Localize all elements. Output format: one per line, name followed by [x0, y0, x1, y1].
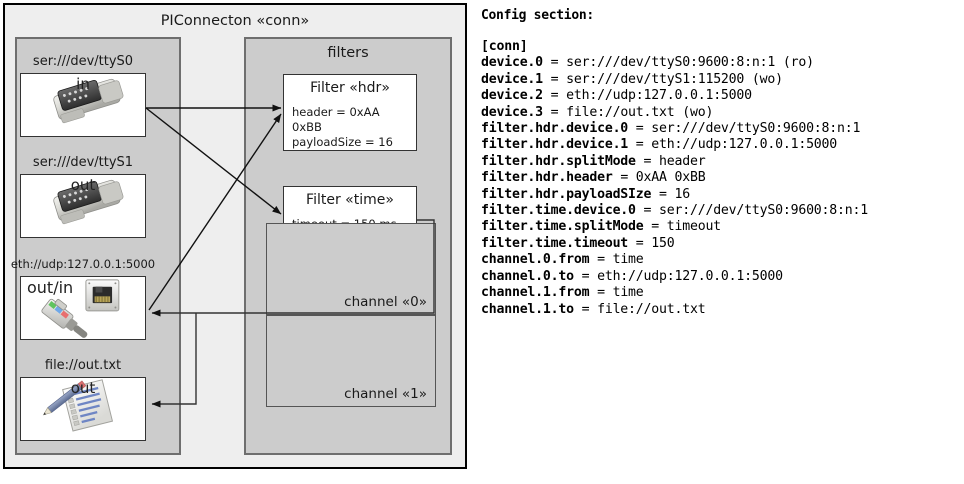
- config-key: device.3: [481, 104, 543, 120]
- config-value: = ser:///dev/ttyS1:115200 (wo): [542, 71, 783, 87]
- config-line: filter.hdr.device.1 = eth://udp:127.0.0.…: [481, 137, 961, 153]
- config-section: Config section: [conn]device.0 = ser:///…: [481, 8, 961, 318]
- arrow-channel1-to-file: [151, 313, 197, 408]
- config-key: filter.hdr.device.0: [481, 121, 629, 137]
- filters-group-title: filters: [327, 45, 369, 61]
- page-title: PIConnecton «conn»: [160, 13, 310, 29]
- device-label: ser:///dev/ttyS0: [32, 54, 134, 69]
- channel-frame-1[interactable]: channel «1»: [266, 315, 436, 407]
- config-key: filter.hdr.payloadSIze: [481, 186, 652, 202]
- filter-properties: header = 0xAA 0xBB payloadSize = 16: [292, 105, 410, 150]
- config-key: filter.time.splitMode: [481, 219, 644, 235]
- arrow-ttys0-to-time: [145, 107, 282, 215]
- device-label: eth://udp:127.0.0.1:5000: [10, 257, 156, 271]
- device-box[interactable]: out: [20, 174, 146, 238]
- config-lines: [conn]device.0 = ser:///dev/ttyS0:9600:8…: [481, 39, 961, 318]
- filter-card-hdr[interactable]: Filter «hdr» header = 0xAA 0xBB payloadS…: [283, 74, 417, 151]
- serial-port-icon: [53, 179, 124, 225]
- config-line: [conn]: [481, 39, 961, 55]
- config-key: device.2: [481, 88, 543, 104]
- config-line: device.0 = ser:///dev/ttyS0:9600:8:n:1 (…: [481, 55, 961, 71]
- config-key: filter.time.device.0: [481, 203, 636, 219]
- device-box[interactable]: out/in: [20, 276, 146, 340]
- config-key: device.1: [481, 71, 543, 87]
- config-line: channel.0.from = time: [481, 252, 961, 268]
- config-value: = ser:///dev/ttyS0:9600:8:n:1: [628, 121, 861, 137]
- config-value: = header: [635, 153, 706, 169]
- config-value: = file://out.txt (wo): [542, 104, 714, 120]
- device-direction: in: [76, 75, 90, 93]
- config-value: = time: [589, 252, 644, 268]
- config-value: = 0xAA 0xBB: [612, 170, 706, 186]
- device-label: file://out.txt: [44, 358, 122, 373]
- config-key: filter.hdr.splitMode: [481, 153, 636, 169]
- config-value: = ser:///dev/ttyS0:9600:8:n:1 (ro): [542, 55, 814, 71]
- config-key: [conn]: [481, 39, 528, 54]
- device-direction: out: [70, 176, 96, 194]
- config-value: = eth://udp:127.0.0.1:5000: [573, 268, 783, 284]
- config-key: channel.0.from: [481, 252, 590, 268]
- device-label: ser:///dev/ttyS1: [32, 155, 134, 170]
- config-key: filter.hdr.header: [481, 170, 613, 186]
- config-line: filter.time.device.0 = ser:///dev/ttyS0:…: [481, 203, 961, 219]
- device-direction: out: [70, 379, 96, 397]
- ethernet-jack-icon: [41, 279, 120, 338]
- config-key: channel.1.to: [481, 301, 574, 317]
- channel-label: channel «0»: [344, 294, 427, 310]
- device-direction: out/in: [27, 278, 74, 297]
- config-line: filter.hdr.payloadSIze = 16: [481, 187, 961, 203]
- arrow-channel0-to-eth: [151, 219, 435, 317]
- config-value: = 16: [651, 186, 690, 202]
- channel-frame-0[interactable]: channel «0»: [266, 223, 436, 315]
- config-key: device.0: [481, 55, 543, 71]
- device-box[interactable]: out: [20, 377, 146, 441]
- text-file-icon: [42, 379, 114, 432]
- serial-port-icon: [53, 78, 124, 124]
- filter-title: Filter «time»: [306, 192, 394, 208]
- config-key: filter.hdr.device.1: [481, 137, 629, 153]
- config-line: channel.1.from = time: [481, 285, 961, 301]
- config-heading: Config section:: [481, 8, 594, 23]
- device-box[interactable]: in: [20, 73, 146, 137]
- config-line: device.1 = ser:///dev/ttyS1:115200 (wo): [481, 72, 961, 88]
- filter-property: payloadSize = 16: [292, 135, 393, 149]
- config-line: device.3 = file://out.txt (wo): [481, 105, 961, 121]
- filter-property: header = 0xAA 0xBB: [292, 105, 380, 134]
- config-key: filter.time.timeout: [481, 235, 629, 251]
- config-line: filter.time.splitMode = timeout: [481, 219, 961, 235]
- channel-label: channel «1»: [344, 386, 427, 402]
- config-line: filter.hdr.header = 0xAA 0xBB: [481, 170, 961, 186]
- config-value: = timeout: [643, 219, 721, 235]
- config-line: channel.1.to = file://out.txt: [481, 302, 961, 318]
- config-value: = time: [589, 285, 644, 301]
- config-key: channel.0.to: [481, 268, 574, 284]
- config-value: = ser:///dev/ttyS0:9600:8:n:1: [635, 203, 869, 219]
- config-line: filter.hdr.device.0 = ser:///dev/ttyS0:9…: [481, 121, 961, 137]
- config-line: filter.hdr.splitMode = header: [481, 154, 961, 170]
- config-line: device.2 = eth://udp:127.0.0.1:5000: [481, 88, 961, 104]
- config-value: = eth://udp:127.0.0.1:5000: [628, 137, 838, 153]
- config-line: filter.time.timeout = 150: [481, 236, 961, 252]
- config-key: channel.1.from: [481, 285, 590, 301]
- config-value: = eth://udp:127.0.0.1:5000: [542, 88, 752, 104]
- filter-title: Filter «hdr»: [310, 80, 390, 96]
- arrow-eth-to-hdr: [148, 113, 282, 311]
- config-value: = 150: [628, 235, 675, 251]
- connector-arrows: [145, 104, 435, 408]
- config-line: channel.0.to = eth://udp:127.0.0.1:5000: [481, 269, 961, 285]
- config-value: = file://out.txt: [573, 301, 706, 317]
